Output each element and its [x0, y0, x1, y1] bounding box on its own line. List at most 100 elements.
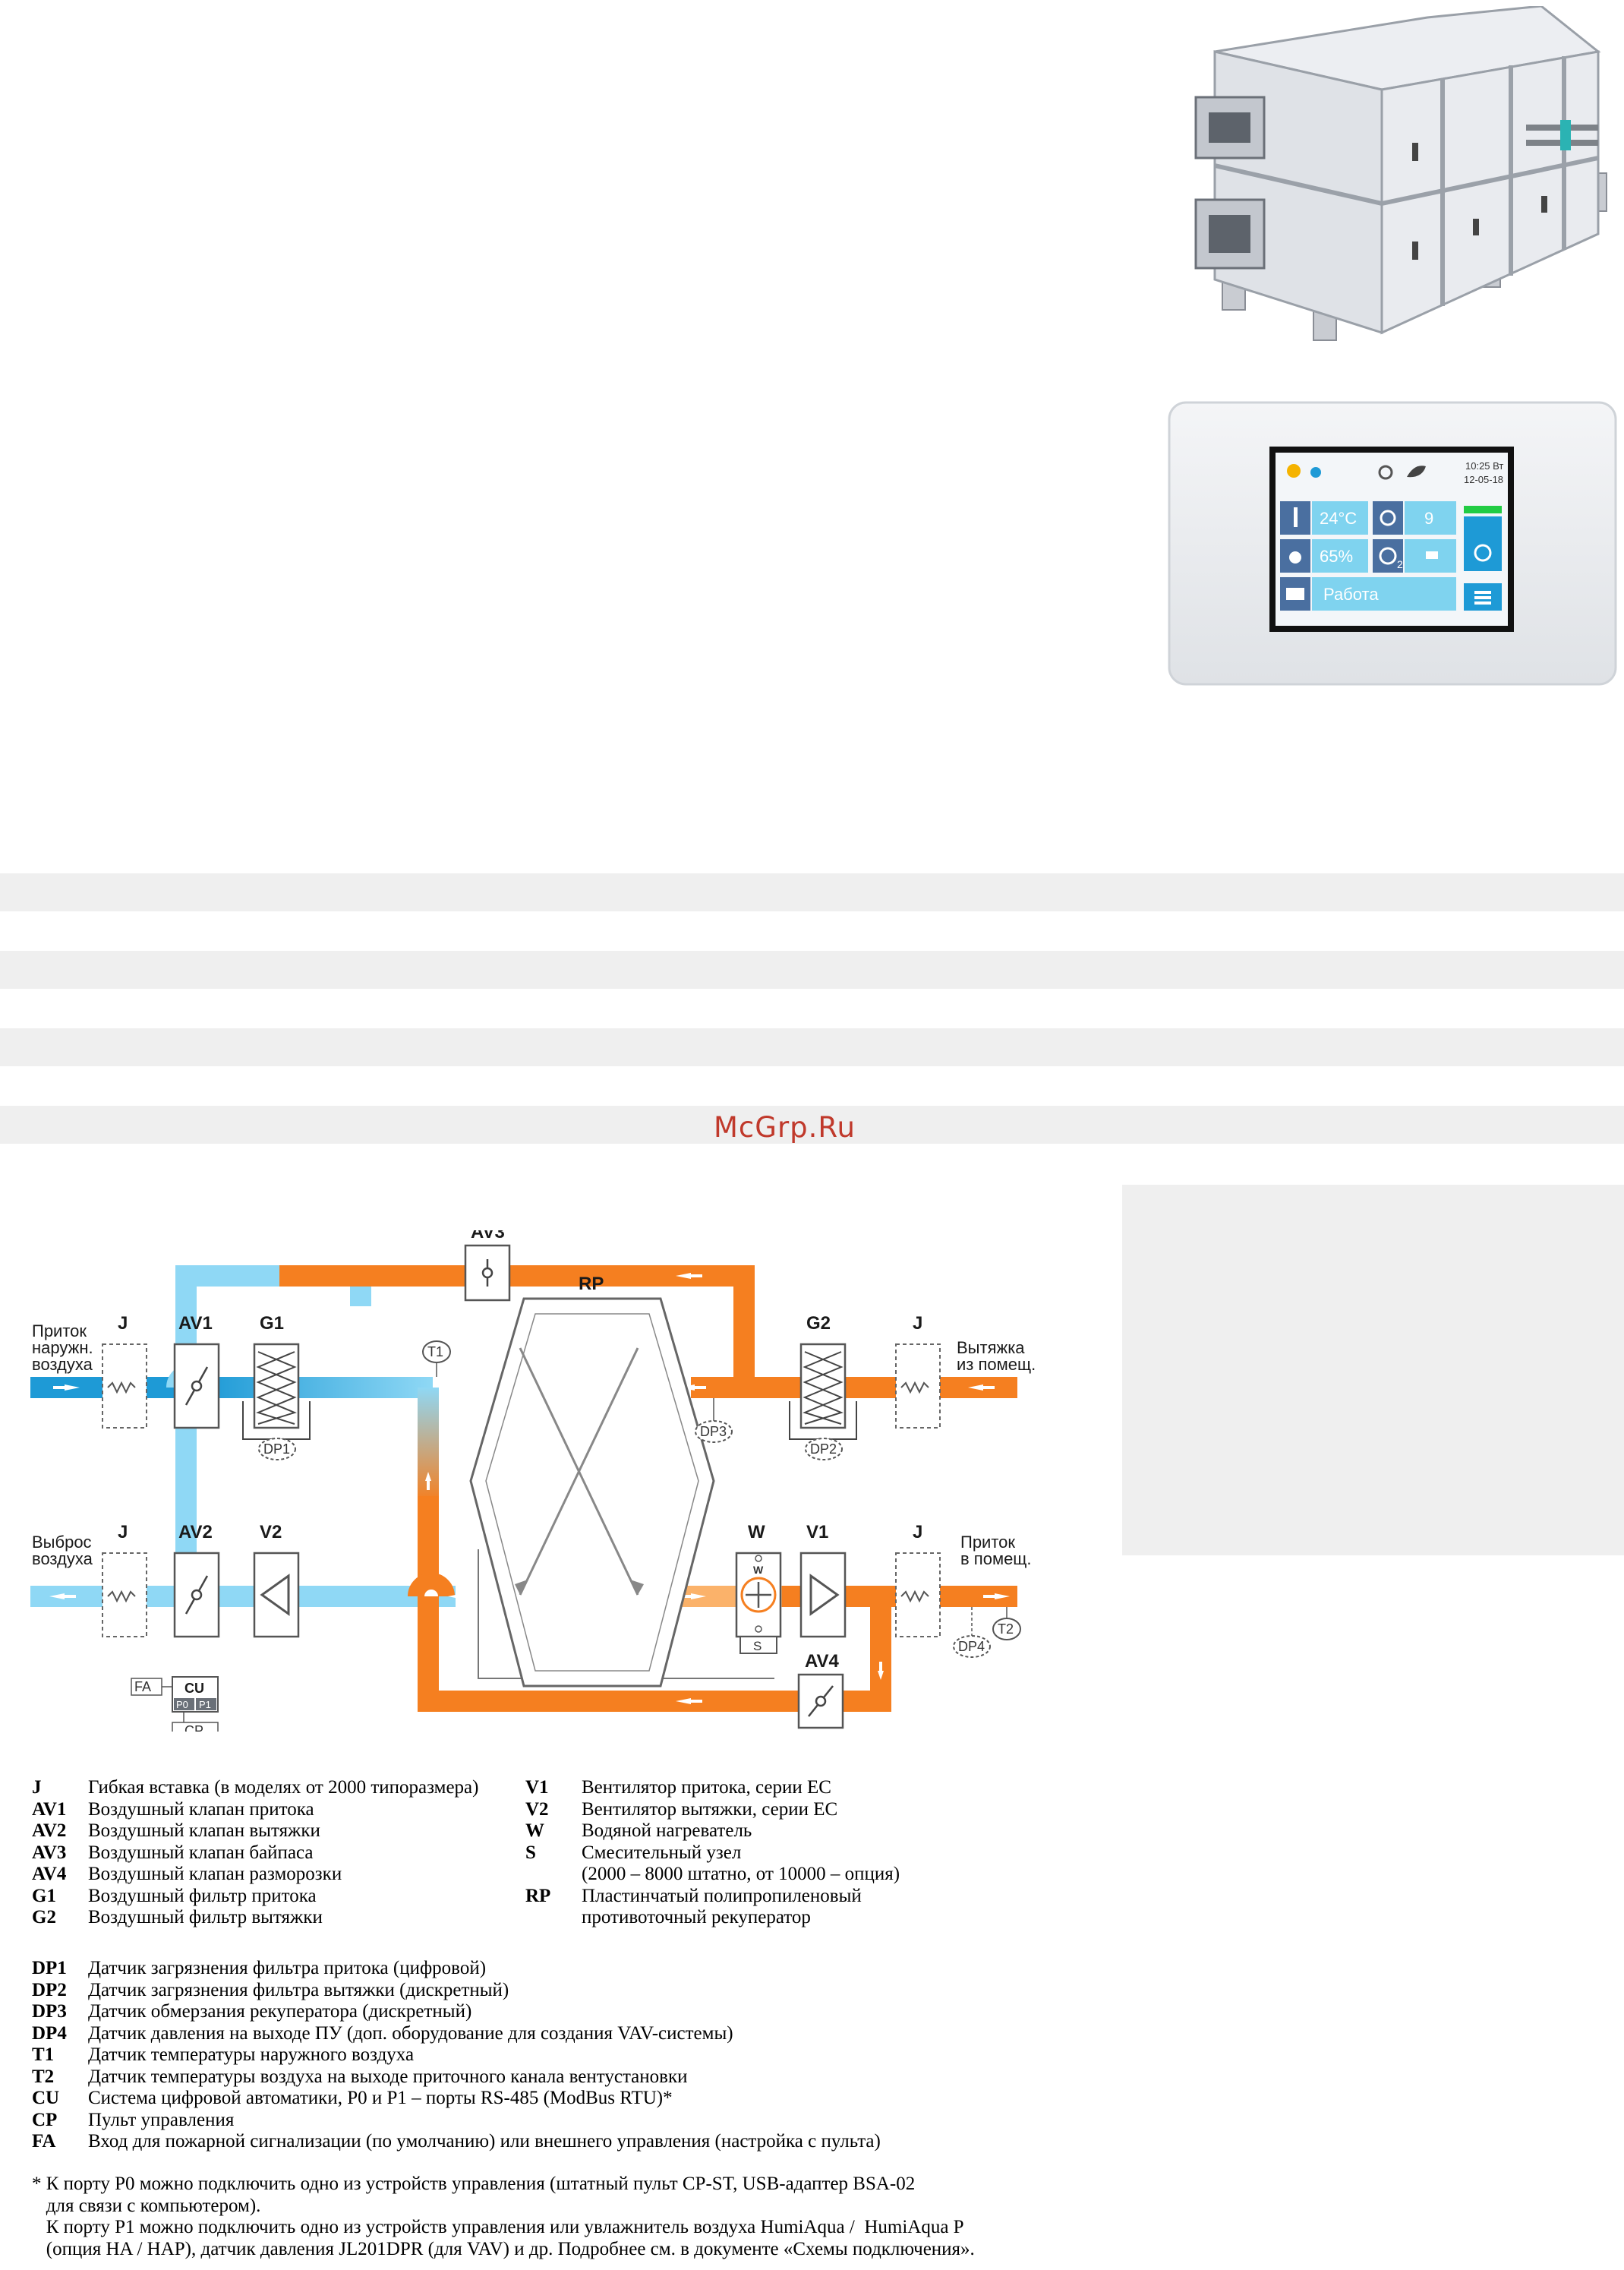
- legend-description: Датчик температуры наружного воздуха: [88, 2044, 415, 2065]
- label-exhaust-out: воздуха: [32, 1549, 93, 1568]
- footnote-line: * К порту P0 можно подключить одно из ус…: [32, 2174, 916, 2194]
- power-icon: [1474, 544, 1492, 562]
- legend-description: Датчик давления на выходе ПУ (доп. обору…: [88, 2022, 733, 2044]
- air-handling-unit-image: [1194, 6, 1607, 341]
- legend-code: FA: [32, 2131, 56, 2152]
- thermometer-icon: [1294, 507, 1298, 527]
- legend-code: S: [525, 1842, 536, 1863]
- legend-code: [525, 1864, 582, 1886]
- footnote-line: для связи с компьютером).: [32, 2195, 261, 2216]
- sensor-dp2: [805, 1438, 843, 1460]
- label-av4: AV4: [805, 1651, 840, 1672]
- label-dp2: DP2: [810, 1441, 837, 1457]
- label-t1: T1: [427, 1344, 443, 1359]
- legend-code: RP: [525, 1885, 551, 1906]
- sun-icon: [1287, 464, 1301, 478]
- legend-code: [525, 1907, 582, 1929]
- label-fa: FA: [134, 1679, 151, 1694]
- label-dp1: DP1: [263, 1441, 290, 1457]
- legend-description: Воздушный клапан вытяжки: [88, 1820, 320, 1841]
- label-s: S: [753, 1639, 762, 1653]
- legend-row: G1 Воздушный фильтр притока: [32, 1886, 478, 1908]
- label-intake-in: Приток: [32, 1321, 87, 1340]
- label-w: W: [748, 1522, 765, 1542]
- label-cu: CU: [184, 1681, 204, 1696]
- label-dp3: DP3: [700, 1424, 727, 1439]
- legend-code: DP1: [32, 1958, 67, 1978]
- label-supply-out: Приток: [960, 1533, 1015, 1552]
- extract-duct: [691, 1377, 1017, 1398]
- clock-date: 12-05-18: [1464, 474, 1503, 485]
- legend-description: Гибкая вставка (в моделях от 2000 типора…: [88, 1777, 479, 1798]
- legend-row: AV2 Воздушный клапан вытяжки: [32, 1820, 478, 1842]
- timer-index: 2: [1397, 558, 1403, 570]
- filter-g1: [253, 1343, 300, 1429]
- label-w-small: W: [753, 1564, 764, 1576]
- label-v1: V1: [806, 1522, 828, 1542]
- fan-icon: [1380, 510, 1396, 526]
- label-intake-in: воздуха: [32, 1355, 93, 1374]
- legend-code: G1: [32, 1885, 56, 1906]
- side-gray-panel: [1122, 1185, 1624, 1555]
- label-av1: AV1: [178, 1313, 213, 1334]
- legend-code: V1: [525, 1777, 549, 1798]
- humidity-icon: [1289, 551, 1301, 564]
- drops-icon: [1310, 467, 1321, 478]
- label-j: J: [913, 1522, 922, 1542]
- label-av2: AV2: [178, 1522, 213, 1542]
- status-readout: Работа: [1323, 585, 1379, 604]
- label-g2: G2: [806, 1313, 831, 1334]
- legend-code: T2: [32, 2066, 55, 2087]
- recuperator-rp: [469, 1297, 715, 1688]
- label-p1: P1: [199, 1699, 211, 1710]
- legend-description: противоточный рекуператор: [582, 1907, 811, 1927]
- menu-icon: [1474, 591, 1491, 594]
- legend-code: AV2: [32, 1820, 67, 1841]
- footnote-line: К порту P1 можно подключить одно из устр…: [32, 2217, 964, 2237]
- legend-description: Датчик обмерзания рекуператора (дискретн…: [88, 2001, 472, 2022]
- label-j: J: [913, 1313, 922, 1334]
- legend-description: Воздушный фильтр притока: [88, 1885, 317, 1906]
- table-stripe: [0, 951, 1624, 989]
- legend-row: (2000 – 8000 штатно, от 10000 – опция): [525, 1864, 900, 1886]
- temperature-readout: 24°C: [1320, 509, 1357, 528]
- label-supply-out: в помещ.: [960, 1549, 1032, 1568]
- label-av3: AV3: [471, 1230, 505, 1242]
- label-extract-in: из помещ.: [957, 1355, 1036, 1374]
- label-j: J: [118, 1522, 128, 1542]
- label-rp: RP: [579, 1274, 604, 1294]
- cup-icon: [1426, 551, 1438, 559]
- table-stripe: [0, 873, 1624, 911]
- label-t2: T2: [998, 1621, 1014, 1637]
- footnote: * К порту P0 можно подключить одно из ус…: [32, 2174, 975, 2260]
- legend-description: Воздушный клапан байпаса: [88, 1842, 314, 1863]
- legend-code: G2: [32, 1907, 56, 1927]
- table-stripe: [0, 1106, 1624, 1144]
- exhaust-duct: [30, 1586, 456, 1607]
- air-valve-av2: [173, 1552, 220, 1638]
- legend-code: AV4: [32, 1864, 67, 1884]
- recirculation-icon: [1378, 465, 1393, 480]
- legend-row: противоточный рекуператор: [525, 1907, 900, 1929]
- fan-speed-readout: 9: [1424, 509, 1433, 528]
- label-cp: CP: [184, 1723, 203, 1732]
- label-exhaust-out: Выброс: [32, 1533, 92, 1552]
- footnote-line: (опция HA / HAP), датчик давления JL201D…: [32, 2238, 975, 2259]
- legend-description: (2000 – 8000 штатно, от 10000 – опция): [582, 1864, 900, 1884]
- envelope-icon: [1286, 588, 1304, 600]
